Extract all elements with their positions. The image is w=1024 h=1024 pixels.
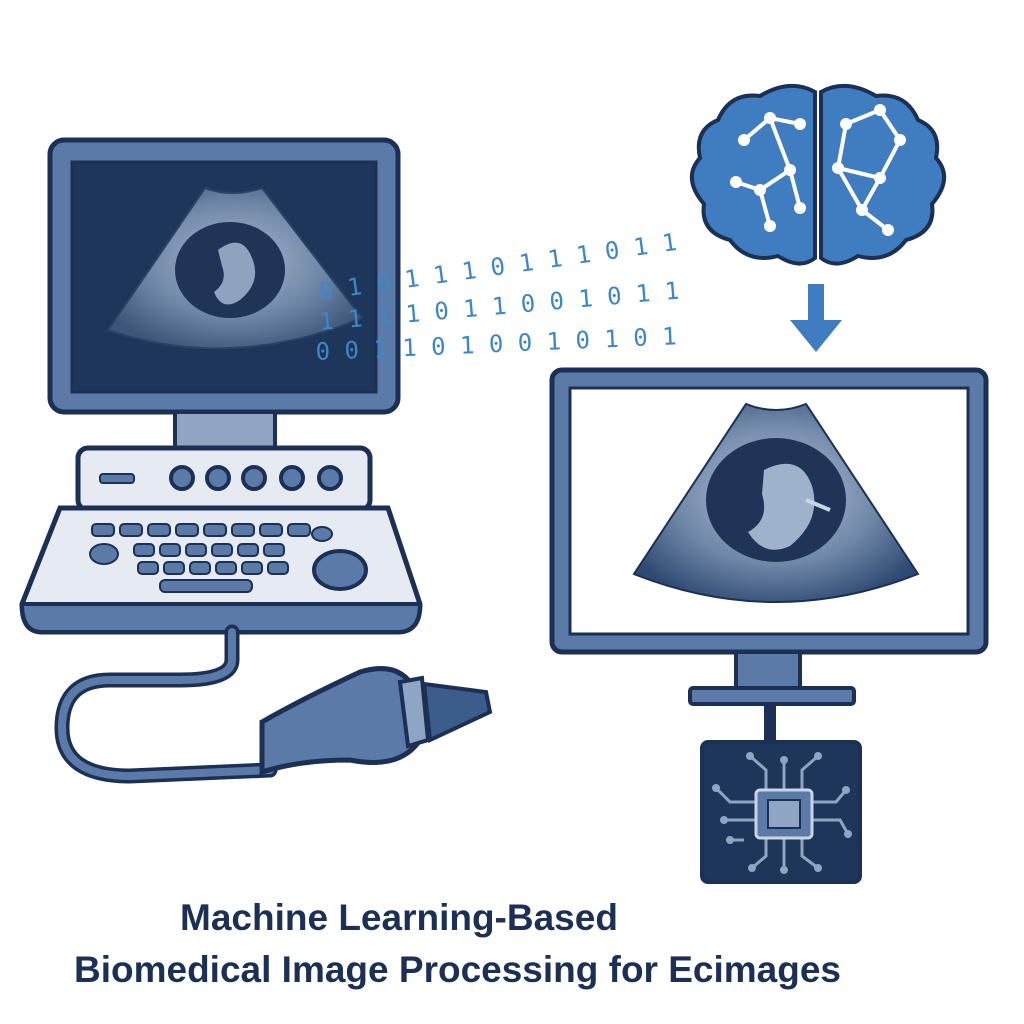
panel-knob [205,465,231,491]
ultrasound-machine [19,137,423,635]
panel-knob [317,465,343,491]
caption-line-1: Machine Learning-Based [180,897,618,938]
keyboard-keys [89,523,333,593]
probe-handle [259,666,423,776]
output-ultrasound-image [632,402,920,603]
machine-neck [173,410,277,450]
probe-tip [421,681,493,743]
chip-connector [764,704,776,742]
panel-slot [99,473,135,484]
machine-ultrasound-image [106,186,364,350]
panel-knobs [169,465,343,491]
caption-line-2: Biomedical Image Processing for Ecimages [74,949,842,990]
processor-chip-icon [700,740,862,884]
output-monitor-stand [688,686,856,706]
output-monitor-neck [734,650,802,690]
panel-knob [169,465,195,491]
ultrasound-probe [54,624,493,784]
output-monitor [549,367,989,742]
panel-knob [241,465,267,491]
panel-knob [279,465,305,491]
trackball [312,549,368,591]
arrow-down-icon [790,284,842,352]
probe-cable [54,624,278,784]
brain-network-icon [690,84,946,266]
